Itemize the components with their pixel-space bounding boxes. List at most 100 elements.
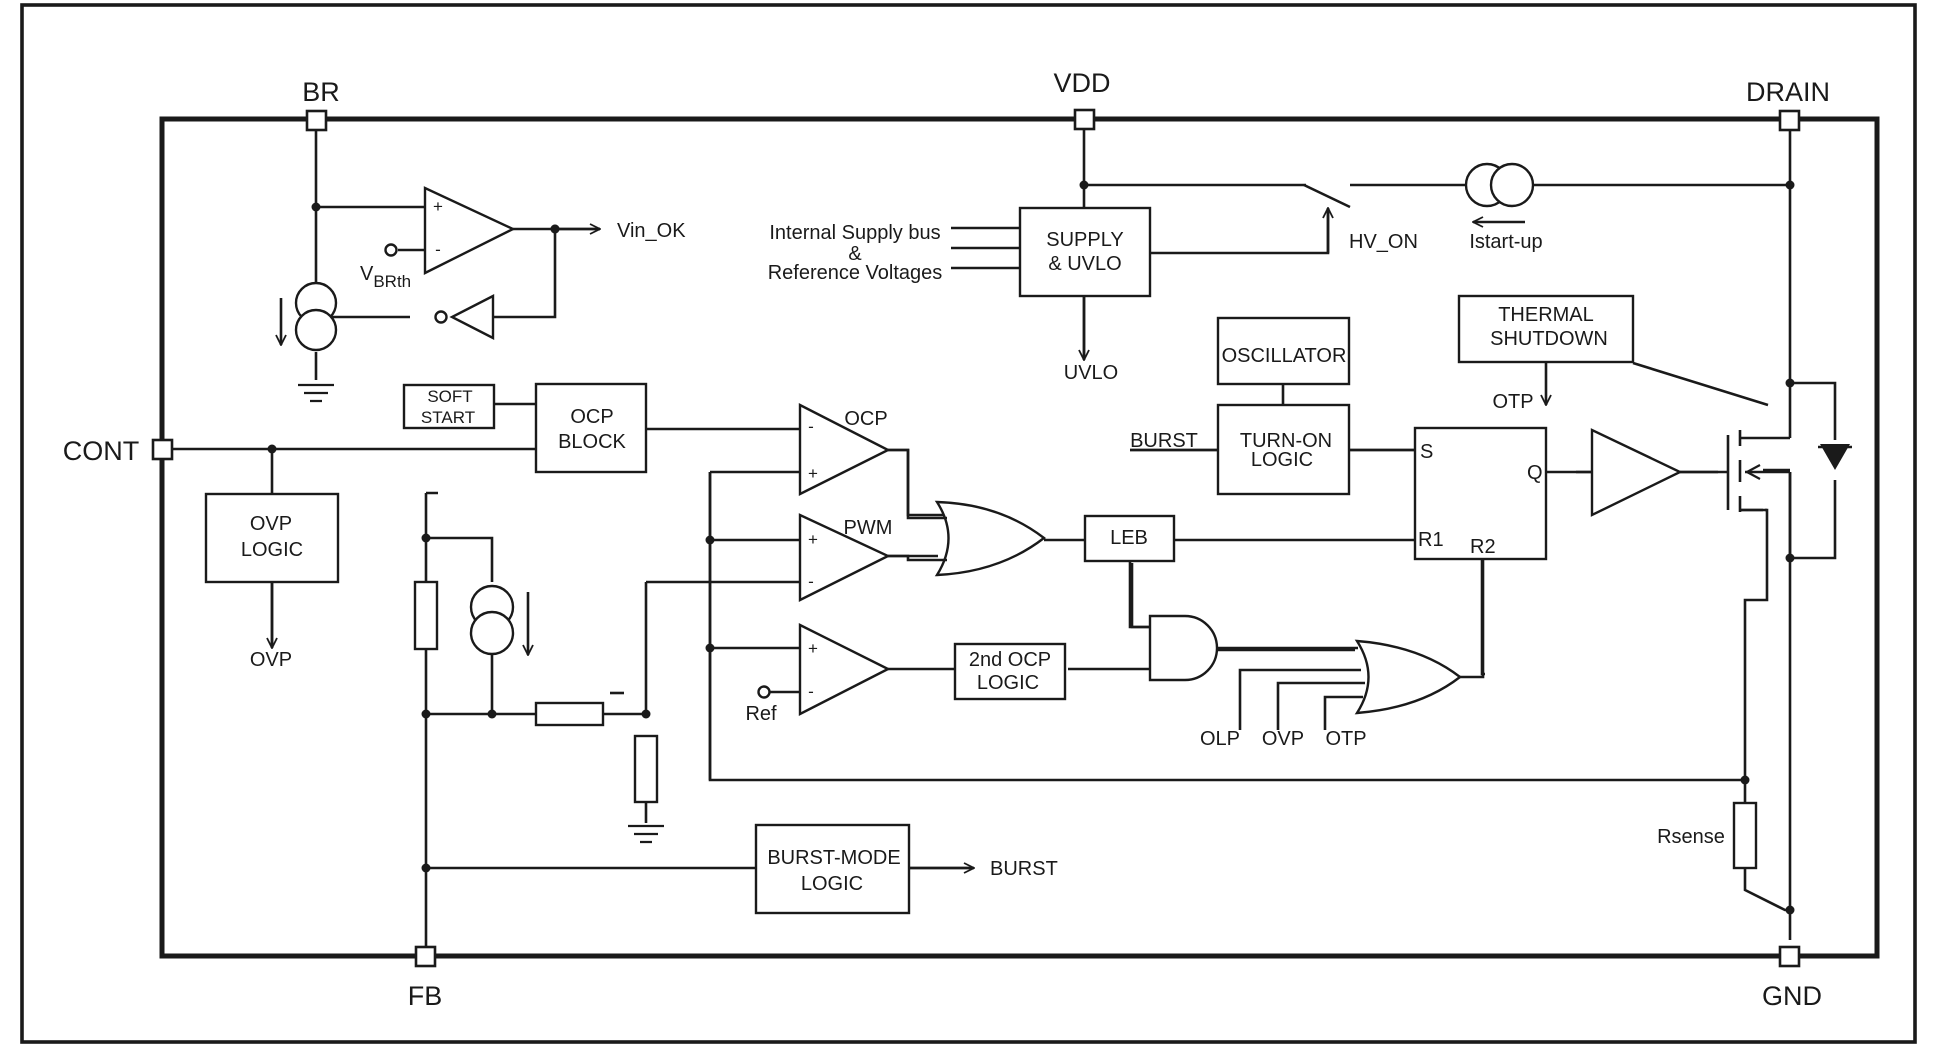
latch-s: S — [1420, 441, 1433, 463]
leb-label: LEB — [1110, 527, 1148, 549]
ocp2-line1: 2nd OCP — [969, 649, 1051, 671]
pins — [151, 108, 1801, 968]
svg-text:LOGIC: LOGIC — [977, 672, 1039, 694]
svg-text:OCP: OCP — [570, 406, 613, 428]
burst-out-label: BURST — [990, 858, 1058, 880]
burst-mode-logic-block — [754, 823, 911, 915]
soft-start-block — [402, 383, 496, 430]
vin-ok-label: Vin_OK — [617, 220, 686, 242]
olp-label: OLP — [1200, 728, 1240, 750]
ocp-comp-label: OCP — [844, 408, 887, 430]
ovp-out-label: OVP — [250, 649, 292, 671]
pwm-comparator — [798, 513, 891, 602]
svg-text:LOGIC: LOGIC — [801, 873, 863, 895]
pin-gnd-label: GND — [1762, 981, 1822, 1011]
thermal-shutdown-block — [1457, 294, 1635, 364]
startup-current-source — [1464, 162, 1535, 222]
svg-text:-: - — [808, 572, 814, 591]
latch-r1: R1 — [1418, 529, 1444, 551]
svg-text:SHUTDOWN: SHUTDOWN — [1490, 328, 1608, 350]
svg-text:LOGIC: LOGIC — [1251, 449, 1313, 471]
turn-on-logic-block — [1216, 403, 1351, 496]
ovp-logic-line2: LOGIC — [241, 539, 303, 561]
chip-body — [159, 116, 1880, 959]
svg-text:TURN-ON: TURN-ON — [1240, 430, 1332, 452]
ovp-logic-block — [204, 492, 340, 584]
burst-in-label: BURST — [1130, 430, 1198, 452]
and-gate — [1148, 614, 1219, 682]
turn-on-line2: LOGIC — [1251, 449, 1313, 471]
pwm-comp-label: PWM — [844, 517, 893, 539]
gate-driver — [1590, 428, 1683, 517]
rsense-label: Rsense — [1657, 826, 1725, 848]
fb-current-source — [469, 584, 528, 655]
ocp-comparator — [798, 403, 891, 496]
thermal-line1: THERMAL — [1498, 304, 1594, 326]
turn-on-line1: TURN-ON — [1240, 430, 1332, 452]
fb-resistor-ground — [633, 734, 659, 804]
br-comparator-plus: + — [433, 197, 443, 216]
ovp-logic-line1: OVP — [250, 513, 292, 535]
ref-terminal — [757, 685, 771, 699]
otp-in-label: OTP — [1325, 728, 1366, 750]
fb-resistor-horizontal — [534, 701, 605, 727]
ovp-in-label: OVP — [1262, 728, 1304, 750]
hv-on-label: HV_ON — [1349, 231, 1418, 253]
fb-ground-symbol — [628, 824, 664, 844]
latch-r2: R2 — [1470, 536, 1496, 558]
pin-cont-label: CONT — [63, 436, 140, 466]
vbrth-terminal — [384, 243, 398, 257]
br-ground-symbol — [298, 383, 334, 403]
power-mosfet — [1726, 430, 1792, 558]
ocp2-logic-block — [953, 642, 1067, 701]
body-diode — [1818, 444, 1852, 470]
ocp-block-line2: BLOCK — [558, 431, 626, 453]
internal-supply-label-3: Reference Voltages — [768, 262, 943, 284]
leb-block — [1083, 514, 1176, 563]
or-gate-2 — [1354, 639, 1462, 715]
svg-text:THERMAL: THERMAL — [1498, 304, 1594, 326]
ocp2-line2: LOGIC — [977, 672, 1039, 694]
pin-fb-label: FB — [408, 981, 443, 1011]
svg-text:SUPPLY: SUPPLY — [1046, 229, 1123, 251]
pin-drain — [1778, 109, 1801, 132]
internal-supply-label-2: & — [848, 243, 862, 265]
supply-uvlo-line2: & UVLO — [1048, 253, 1121, 275]
pin-br-label: BR — [302, 77, 340, 107]
pin-gnd — [1778, 945, 1801, 968]
soft-start-line1: SOFT — [427, 387, 472, 406]
burst-mode-line2: LOGIC — [801, 873, 863, 895]
br-comparator — [423, 186, 516, 275]
internal-supply-label-1: Internal Supply bus — [769, 222, 940, 244]
br-current-source — [281, 281, 338, 352]
svg-text:START: START — [421, 408, 475, 427]
svg-text:+: + — [808, 530, 818, 549]
oscillator-label: OSCILLATOR — [1222, 345, 1347, 367]
pin-br — [305, 109, 328, 132]
burst-mode-line1: BURST-MODE — [767, 847, 900, 869]
uvlo-label: UVLO — [1064, 362, 1118, 384]
pin-cont — [151, 438, 174, 461]
thermal-line2: SHUTDOWN — [1490, 328, 1608, 350]
or-gate-1 — [934, 500, 1046, 577]
br-comparator-minus: - — [435, 240, 441, 259]
ocp2-comparator — [798, 623, 891, 716]
pin-vdd — [1073, 108, 1096, 131]
supply-uvlo-line1: SUPPLY — [1046, 229, 1123, 251]
pin-vdd-label: VDD — [1053, 68, 1110, 98]
pin-fb — [414, 945, 437, 968]
svg-text:2nd OCP: 2nd OCP — [969, 649, 1051, 671]
svg-text:+: + — [808, 639, 818, 658]
svg-text:-: - — [808, 417, 814, 436]
svg-text:BURST-MODE: BURST-MODE — [767, 847, 900, 869]
sr-latch — [1413, 426, 1548, 561]
outer-frame — [20, 3, 1917, 1044]
soft-start-line2: START — [421, 408, 475, 427]
br-buffer — [449, 294, 495, 340]
svg-text:OVP: OVP — [250, 513, 292, 535]
otp-out-label: OTP — [1492, 391, 1533, 413]
istartup-label: Istart-up — [1469, 231, 1542, 253]
ocp-block — [534, 382, 648, 474]
svg-text:LOGIC: LOGIC — [241, 539, 303, 561]
